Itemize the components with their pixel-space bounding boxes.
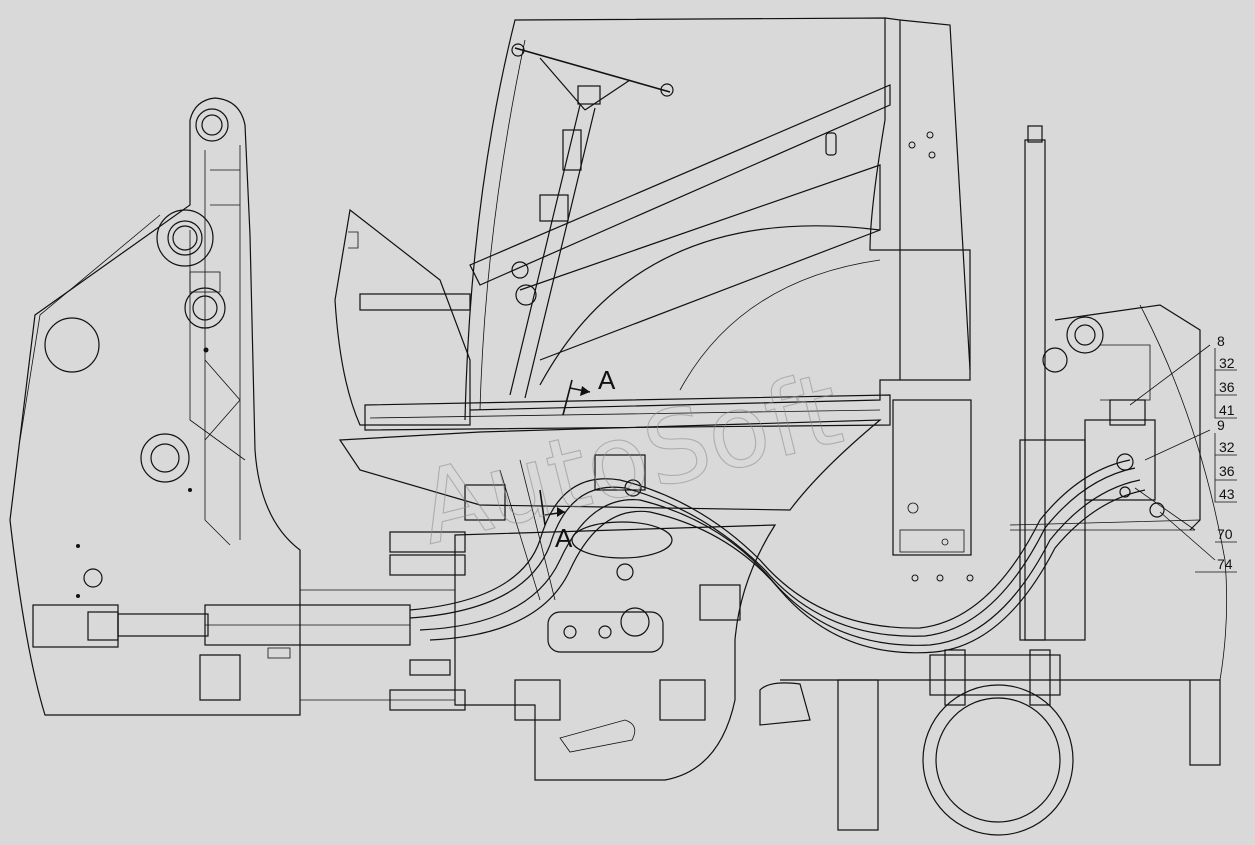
seat-platform: [338, 394, 891, 511]
callout-41: 41: [1219, 402, 1235, 418]
callout-36-a: 36: [1219, 379, 1235, 395]
hydraulic-hoses: [409, 459, 1146, 654]
lift-cylinder: [32, 589, 456, 701]
rear-wheel: [759, 649, 1221, 836]
callout-74: 74: [1217, 556, 1233, 572]
boom-arm: [9, 97, 301, 716]
center-frame: [389, 521, 777, 781]
callout-leaders: [1129, 344, 1237, 573]
callout-9: 9: [1217, 417, 1225, 433]
watermark: AutoSoft: [407, 350, 852, 567]
callout-32-a: 32: [1219, 355, 1235, 371]
section-label-top: A: [598, 365, 616, 395]
callout-8: 8: [1217, 333, 1225, 349]
callout-43: 43: [1219, 486, 1235, 502]
cab-door-frame: [464, 17, 974, 582]
right-assembly: [1009, 125, 1228, 681]
callout-labels: 8 32 36 41 9 32 36 43 70 74: [1217, 333, 1235, 572]
callout-36-b: 36: [1219, 463, 1235, 479]
cab-side-panel: [334, 208, 471, 426]
callout-32-b: 32: [1219, 439, 1235, 455]
section-marker: A A: [539, 365, 616, 553]
section-label-bottom: A: [555, 523, 573, 553]
steering-column: [509, 43, 674, 399]
callout-70: 70: [1217, 526, 1233, 542]
